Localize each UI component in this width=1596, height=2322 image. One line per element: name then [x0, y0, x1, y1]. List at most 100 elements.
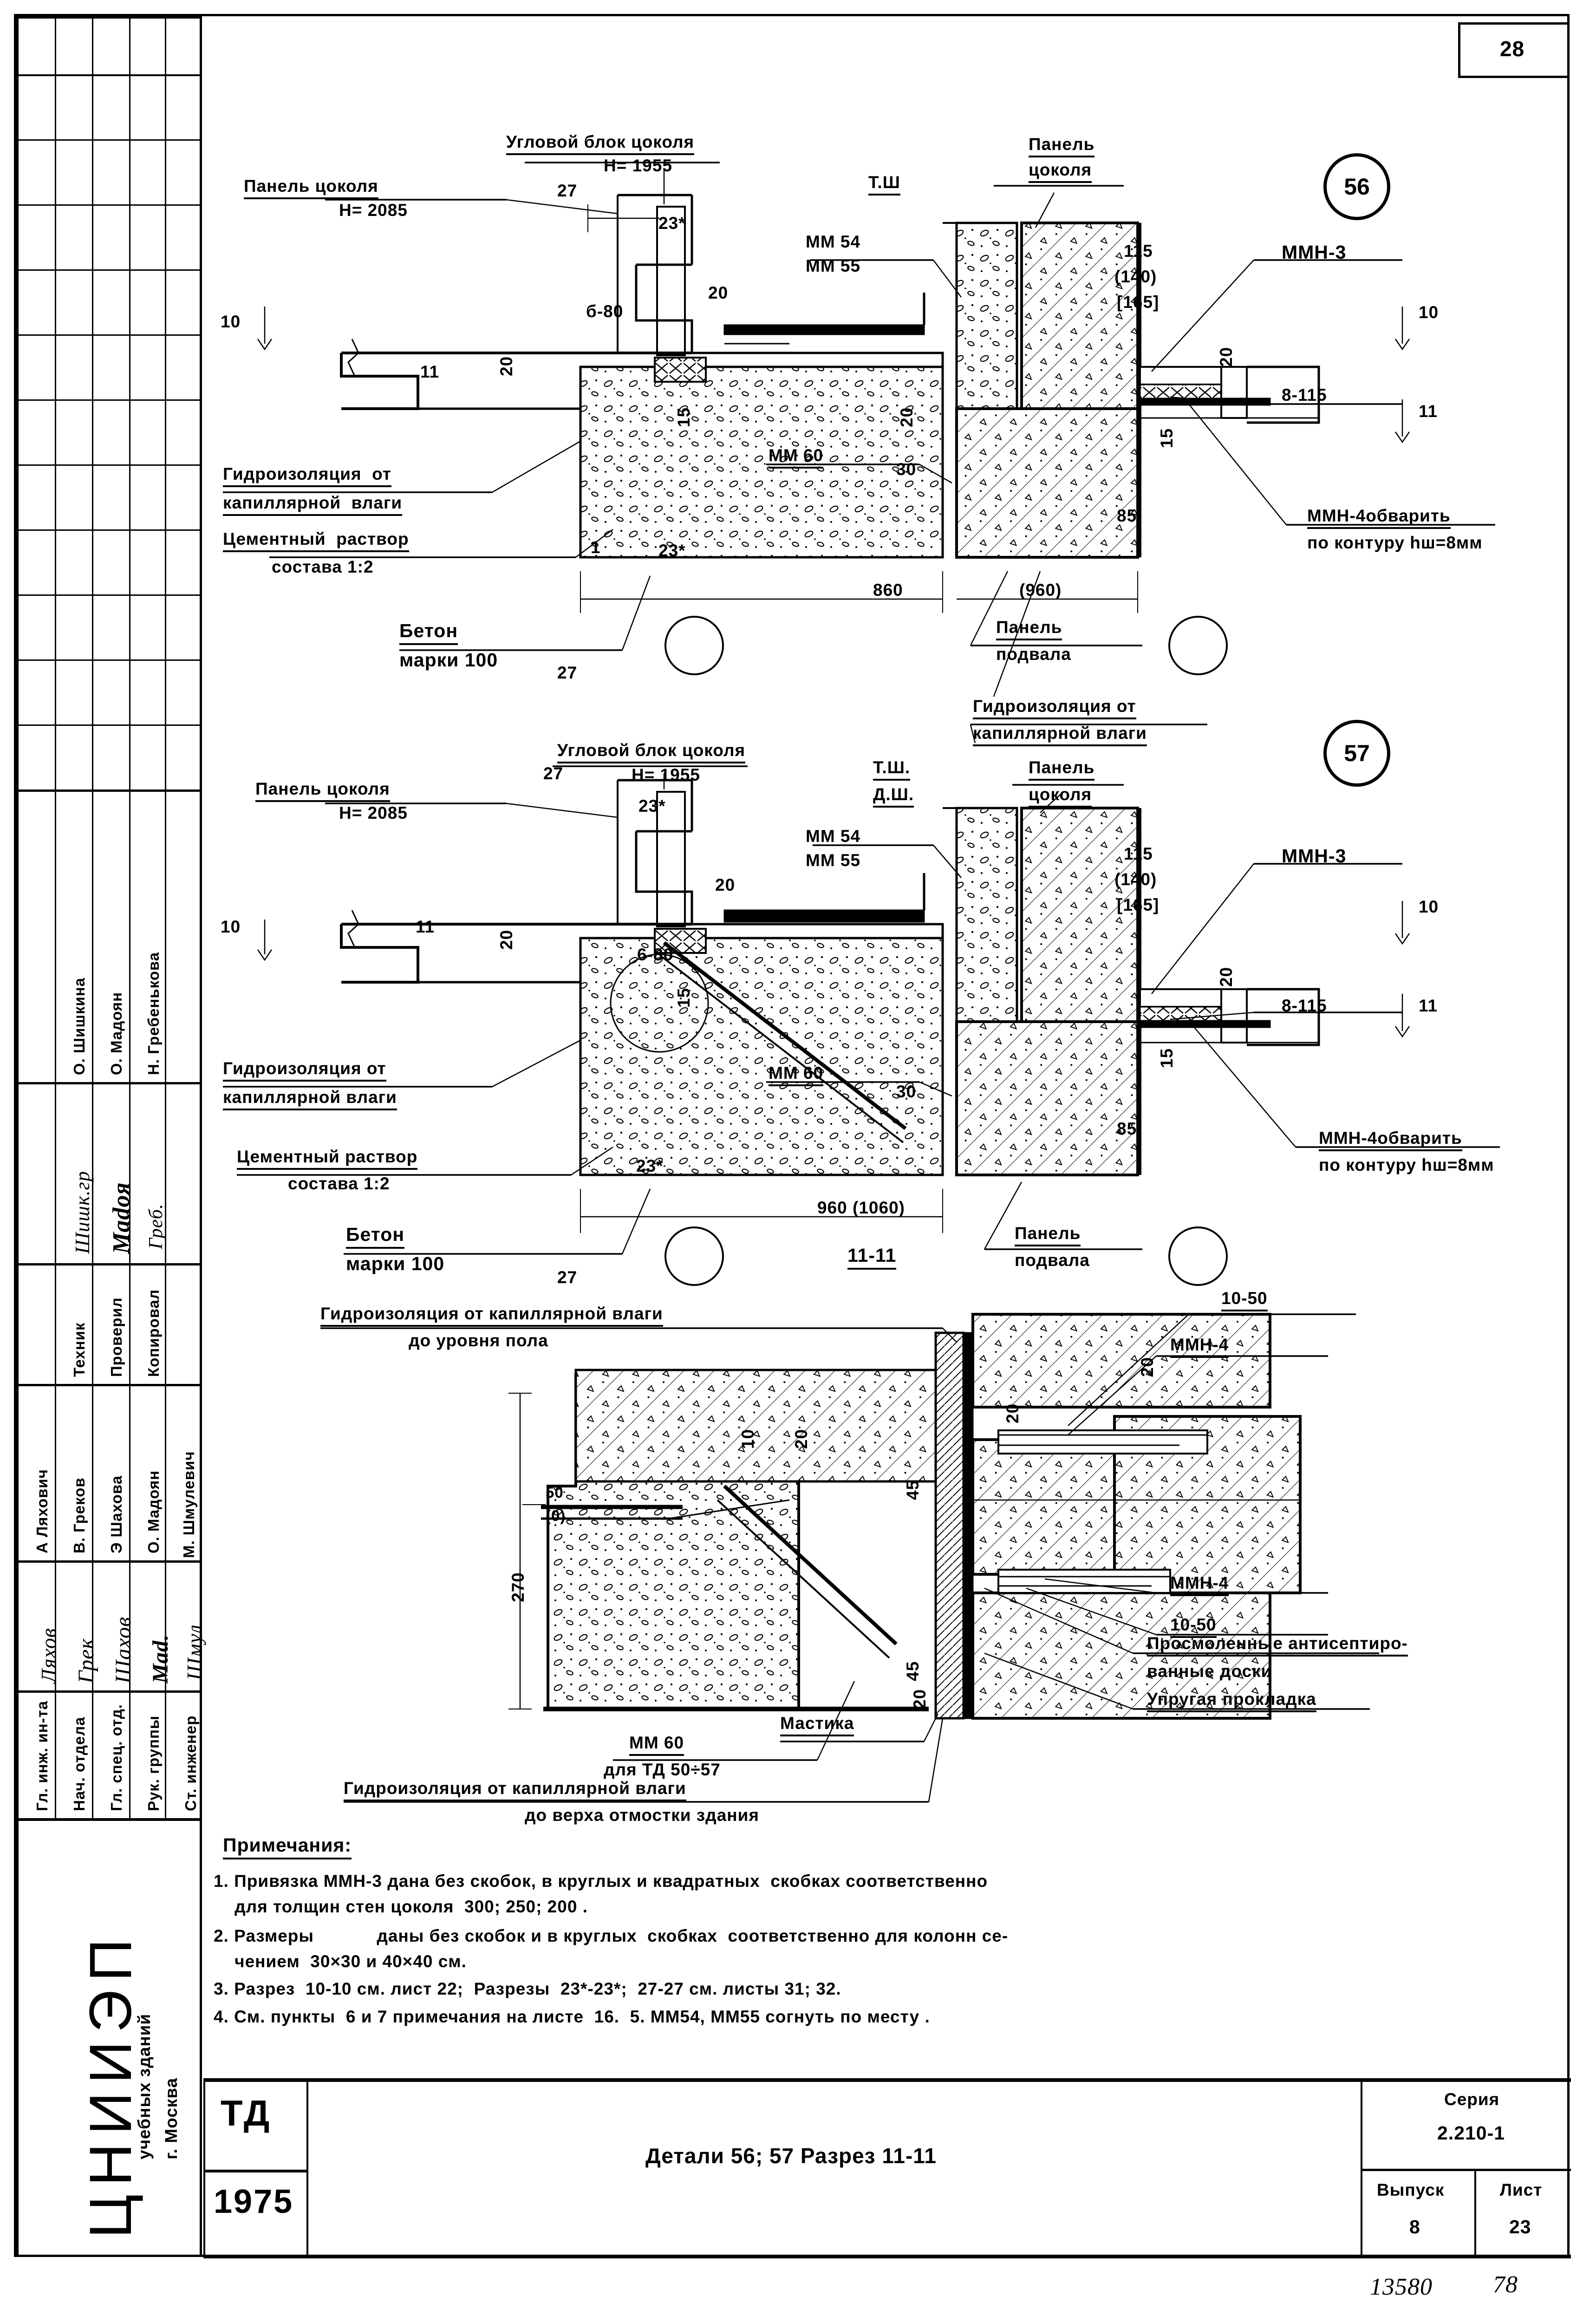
label-gidro-a-57: Гидроизоляция от [223, 1059, 386, 1082]
sidebar-rule [18, 594, 201, 596]
sidebar-col-divider [55, 18, 56, 1820]
dim-11b-56: 11 [1419, 402, 1438, 421]
dim-270: 270 [508, 1572, 528, 1602]
label-uglovoy-blok-57: Угловой блок цоколя [557, 741, 746, 763]
titleblock-divider [1474, 2169, 1476, 2258]
label-mmn3-57: ММН-3 [1282, 845, 1347, 867]
label-mm54-57: ММ 54 [806, 827, 861, 846]
label-beton-b-56: марки 100 [399, 649, 498, 671]
page-corner-number: 28 [1500, 37, 1525, 61]
dim-11a-57: 11 [416, 917, 435, 936]
sidebar-upper-role-0: Техник [71, 1322, 88, 1377]
label-mmn4-b-56: по контуру hш=8мм [1307, 533, 1483, 552]
sidebar-rule [18, 334, 201, 336]
sidebar-rule [18, 529, 201, 531]
sidebar-rule [18, 1560, 201, 1563]
sidebar-rule [18, 139, 201, 141]
list-label: Лист [1500, 2180, 1543, 2199]
dim-11b-57: 11 [1419, 996, 1438, 1015]
year-mark: 1975 [214, 2183, 294, 2220]
dim-45b-section: 45 [903, 1661, 922, 1681]
label-gidro-top-b: до уровня пола [409, 1331, 548, 1350]
label-panel-podvala-a-57: Панель [1015, 1224, 1081, 1246]
label-mm60-57: ММ 60 [769, 1063, 824, 1086]
signature-scribble: Шмул [182, 1624, 206, 1680]
vypusk-value: 8 [1409, 2216, 1420, 2237]
td-mark: ТД [221, 2093, 272, 2133]
sidebar-col-divider [92, 18, 93, 1820]
label-panel-podvala-a-56: Панель [996, 618, 1062, 640]
dim-860-56: 860 [873, 580, 903, 600]
dim-20c-section: 20 [1138, 1357, 1157, 1377]
sidebar-role-1: Нач. отдела [71, 1716, 88, 1811]
sidebar-rule [18, 74, 201, 76]
label-mm55-57: ММ 55 [806, 851, 861, 870]
dim-15b-56: 15 [1157, 428, 1176, 448]
dim-20b-57: 20 [497, 929, 516, 950]
dim-15a-57: 15 [674, 987, 693, 1008]
institute-line2: г. Москва [162, 2077, 181, 2159]
label-panel-tsokolya-h-56: H= 2085 [339, 201, 408, 220]
dim-30-57: 30 [896, 1082, 917, 1101]
dim-30-56: 30 [896, 460, 917, 479]
label-beton-a-56: Бетон [399, 620, 458, 645]
label-gidro-b-57: капиллярной влаги [223, 1088, 397, 1110]
label-gidro-top-a: Гидроизоляция от капиллярной влаги [320, 1304, 663, 1327]
dim-8-115-57: 8-115 [1282, 996, 1327, 1015]
label-mm60-section: ММ 60 [629, 1733, 684, 1756]
detail-marker-57: 57 [1323, 720, 1390, 787]
dim-27a-57: 27 [543, 764, 564, 783]
dim-960-56: (960) [1019, 580, 1062, 600]
sidebar-role-0: Гл. инж. ин-та [33, 1700, 51, 1811]
signature-scribble: Ляхов [37, 1628, 60, 1683]
label-tsh-57: Т.Ш. [873, 758, 911, 781]
sidebar-frame [16, 16, 202, 2257]
label-mastika: Мастика [780, 1714, 854, 1736]
label-uglovoy-blok-56: Угловой блок цоколя [506, 132, 695, 155]
dim-27b-56: 27 [557, 663, 578, 682]
dim-20a-56: 20 [708, 283, 729, 302]
sidebar-rule [18, 1690, 201, 1693]
label-panel-tsokolya2b-56: цоколя [1029, 160, 1092, 183]
dim-6-80-56: б-80 [586, 302, 624, 321]
dim-0: (0) [546, 1507, 566, 1524]
dim-20b-section: 20 [1003, 1403, 1022, 1423]
titleblock-divider [203, 2170, 308, 2172]
sidebar-role-3: Рук. группы [145, 1715, 162, 1811]
label-dlya-td: для ТД 50÷57 [604, 1760, 721, 1779]
label-cement-a-57: Цементный раствор [237, 1147, 418, 1170]
dim-23b-57: 23* [636, 1156, 664, 1175]
titleblock-bottom-rule [203, 2255, 1571, 2258]
titleblock-divider [306, 2078, 308, 2258]
sidebar-upper-name-1: О. Мадоян [108, 991, 125, 1075]
dim-140-56: (140) [1114, 267, 1157, 286]
vypusk-label: Выпуск [1377, 2180, 1445, 2199]
label-mmn4-a-56: ММН-4обварить [1307, 506, 1451, 529]
label-panel-tsokolya2b-57: цоколя [1029, 785, 1092, 808]
sidebar-col-divider [129, 18, 130, 1820]
dim-11a-56: 11 [420, 362, 440, 381]
signature-scribble: Маdоя [108, 1182, 135, 1254]
sidebar-rule [18, 1818, 201, 1821]
label-tsh-56: Т.Ш [868, 173, 900, 196]
sidebar-col-divider [165, 18, 166, 1820]
detail-marker-56: 56 [1323, 153, 1390, 220]
dim-10-50-top: 10-50 [1221, 1289, 1268, 1311]
label-mm60-56: ММ 60 [769, 446, 824, 469]
titleblock-title: Детали 56; 57 Разрез 11-11 [645, 2144, 937, 2168]
titleblock-divider [203, 2078, 205, 2258]
dim-6-80-57: 6-80 [637, 945, 674, 964]
dim-10-50-bot: 10-50 [1170, 1615, 1217, 1638]
label-gidro-right-b-56: капиллярной влаги [973, 724, 1147, 746]
label-cement-b-56: состава 1:2 [272, 557, 374, 576]
label-mm54-56: ММ 54 [806, 232, 861, 251]
bottom-code-2: 78 [1493, 2271, 1518, 2298]
signature-scribble: Маd. [148, 1634, 173, 1683]
sidebar-rule [18, 464, 201, 466]
signature-scribble: Греб. [145, 1203, 167, 1249]
dim-15b-57: 15 [1157, 1048, 1176, 1068]
sidebar-role-2: Гл. спец. отд. [108, 1704, 125, 1811]
dim-20b-56: 20 [497, 356, 516, 376]
dim-20a-57: 20 [715, 875, 736, 894]
sidebar-rule [18, 724, 201, 726]
